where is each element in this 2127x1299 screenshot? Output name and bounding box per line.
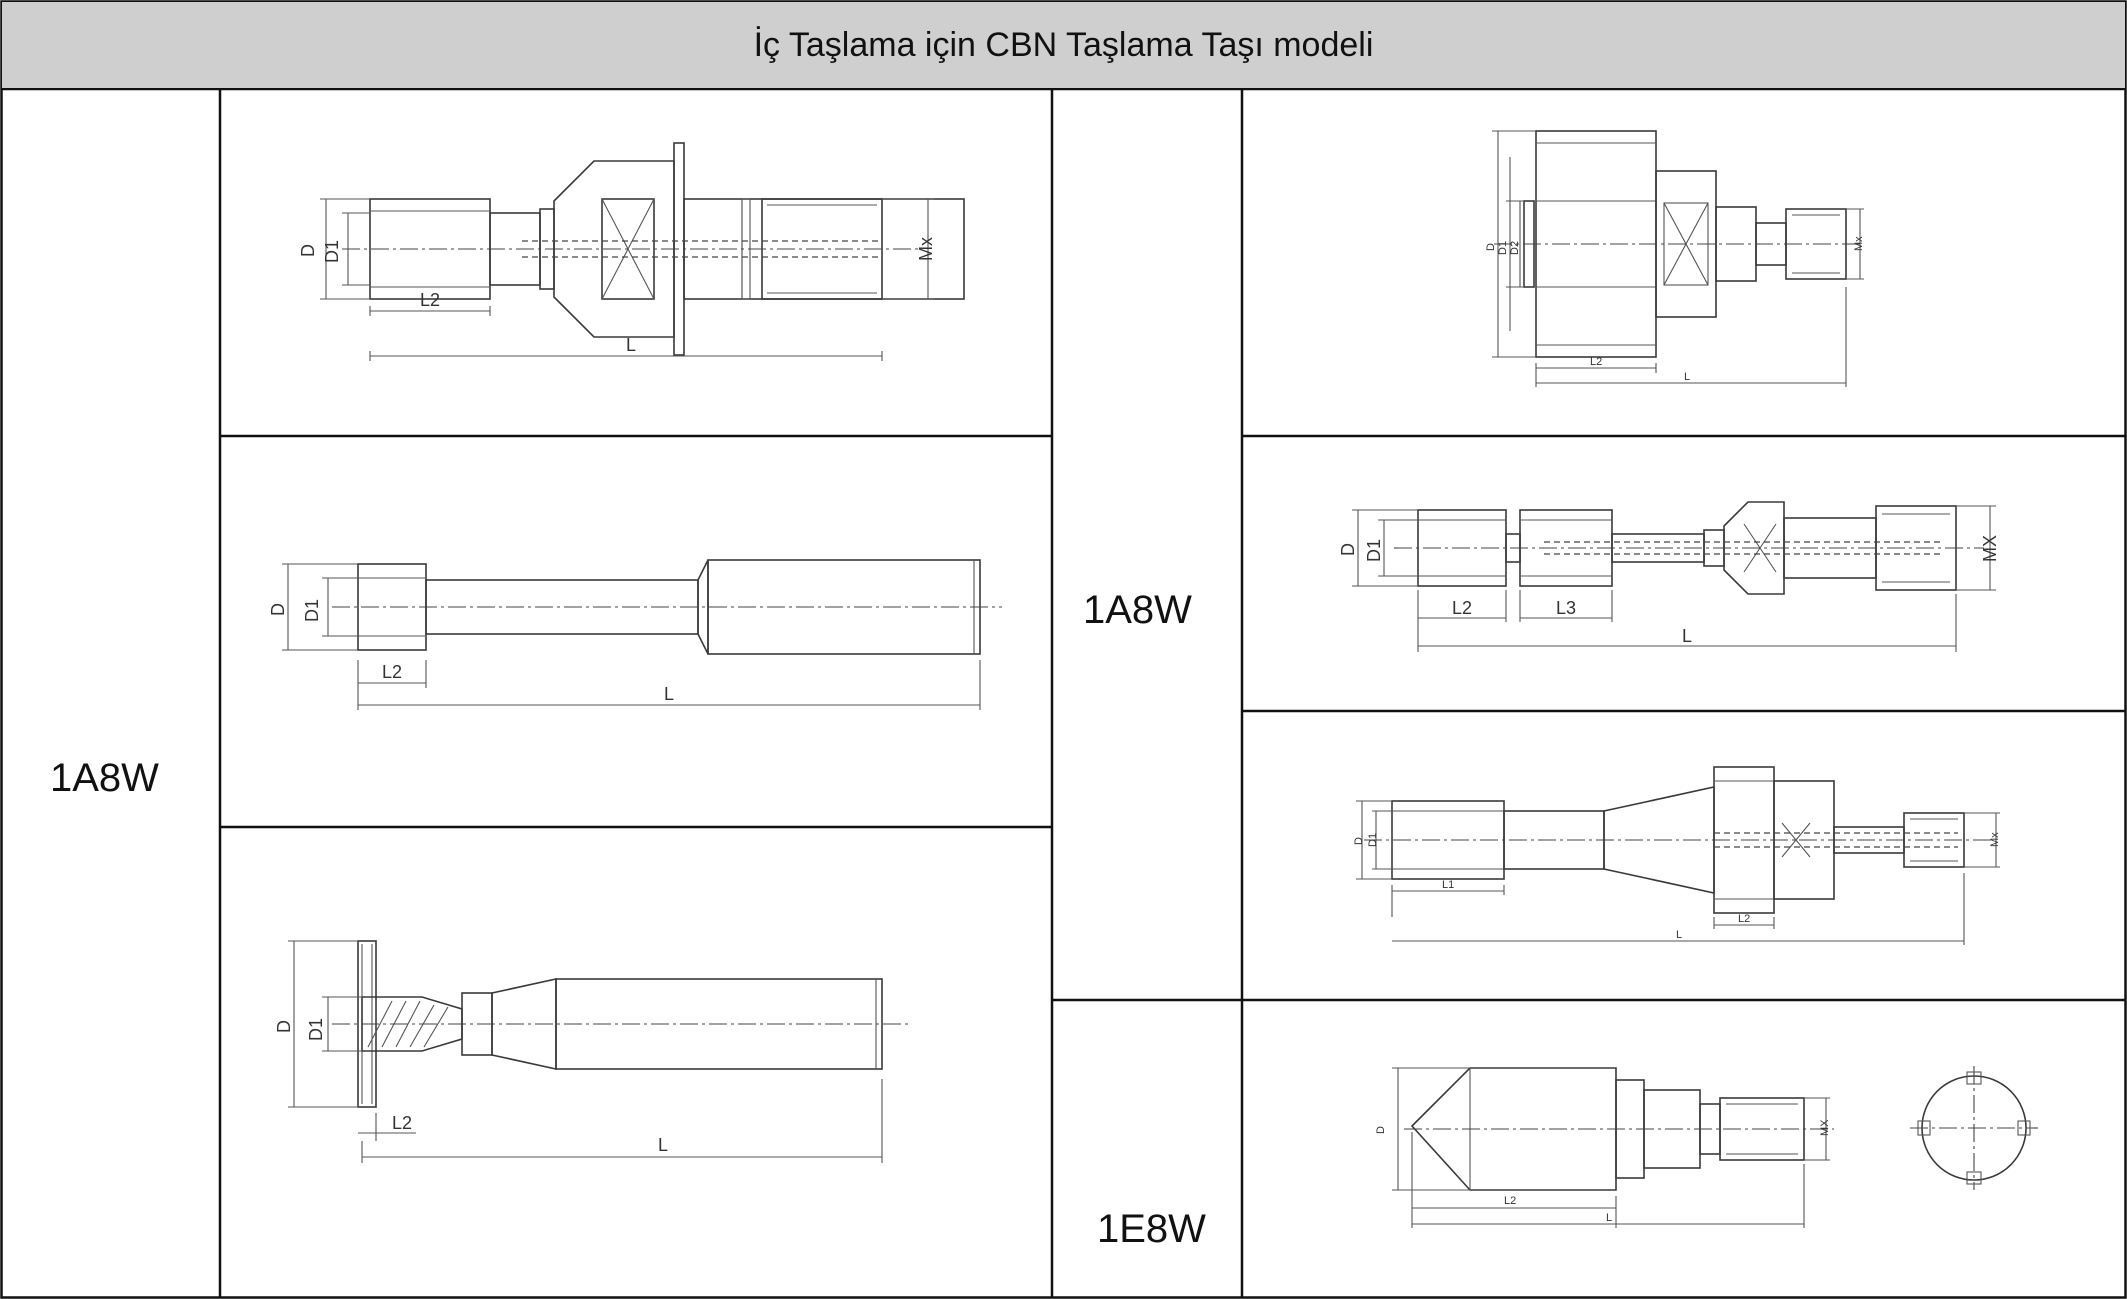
dim-label-d1: D1 xyxy=(1497,241,1509,255)
end-view-circle xyxy=(1910,1066,2038,1190)
dim-label-l3: L3 xyxy=(1556,598,1576,618)
dim-label-l2: L2 xyxy=(1590,356,1602,368)
dim-label-d: D xyxy=(1353,837,1365,845)
dim-label-l: L xyxy=(1606,1212,1612,1224)
dim-label-d1: D1 xyxy=(1367,833,1379,847)
dim-label-d1: D1 xyxy=(302,599,322,622)
dim-label-l: L xyxy=(1684,371,1690,383)
drawing-1e8w-pointed-head: D L2 L MX xyxy=(1375,1066,2038,1228)
dim-label-d2: D2 xyxy=(1509,241,1521,255)
dim-label-d: D xyxy=(1485,243,1497,251)
dim-label-l1: L1 xyxy=(1442,879,1454,891)
dim-label-l2: L2 xyxy=(1738,913,1750,925)
dim-label-l2: L2 xyxy=(420,290,440,310)
dim-label-mx: Mx xyxy=(1853,236,1865,251)
drawing-1a8w-double-wheel: D D1 L2 L3 L MX xyxy=(1338,501,2000,652)
table-title: İç Taşlama için CBN Taşlama Taşı modeli xyxy=(2,2,2125,88)
dim-label-l2: L2 xyxy=(1504,1195,1516,1207)
dim-label-mx: MX xyxy=(1980,535,2000,562)
dim-label-l2: L2 xyxy=(1452,598,1472,618)
dim-label-mx: Mx xyxy=(916,237,936,261)
dim-label-l: L xyxy=(664,684,674,704)
dim-label-l: L xyxy=(1676,929,1682,941)
dim-label-d: D xyxy=(298,244,318,257)
dim-label-mx: Mx xyxy=(1989,832,2001,847)
dim-label-d: D xyxy=(1338,543,1358,556)
drawing-1a8w-flange-shank: D D1 L2 L Mx xyxy=(298,142,965,361)
drawing-1a8w-wide-wheel: D D1 D2 L2 L Mx xyxy=(1485,130,1865,387)
dim-label-l: L xyxy=(1682,626,1692,646)
dim-label-d: D xyxy=(274,1020,294,1033)
dim-label-mx: MX xyxy=(1819,1119,1831,1136)
dim-label-d1: D1 xyxy=(306,1018,326,1041)
model-label-1a8w-left: 1A8W xyxy=(50,756,159,800)
drawing-1a8w-tapered-shank: D D1 L1 L2 L Mx xyxy=(1353,766,2001,945)
dim-label-l2: L2 xyxy=(382,662,402,682)
drawing-1a8w-disc-head: D D1 L2 L xyxy=(274,940,912,1163)
dim-label-l2: L2 xyxy=(392,1113,412,1133)
dim-label-d: D xyxy=(1375,1126,1387,1134)
dim-label-l: L xyxy=(658,1135,668,1155)
dim-label-d1: D1 xyxy=(1364,539,1384,562)
dim-label-l: L xyxy=(626,335,636,355)
model-label-1e8w: 1E8W xyxy=(1097,1207,1206,1251)
dim-label-d: D xyxy=(268,603,288,616)
dim-label-d1: D1 xyxy=(322,240,342,263)
model-label-1a8w-middle: 1A8W xyxy=(1083,588,1192,632)
drawing-1a8w-straight-shank: D D1 L2 L xyxy=(268,559,1002,710)
